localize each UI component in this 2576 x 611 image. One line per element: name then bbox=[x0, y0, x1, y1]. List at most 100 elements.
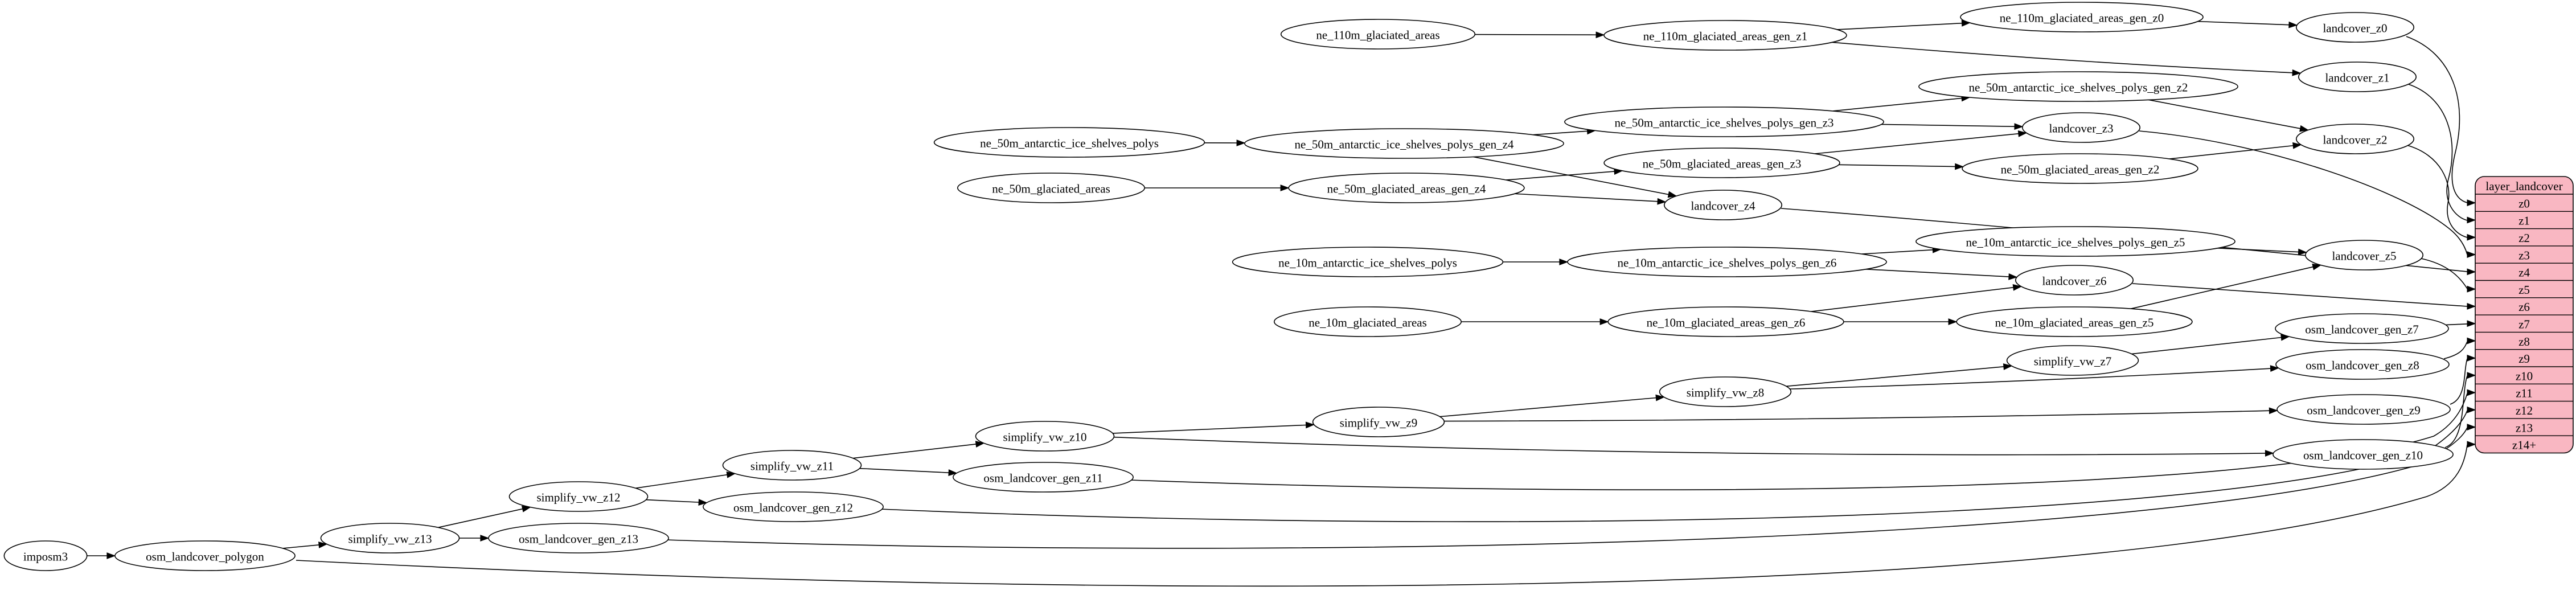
node-ne_10m_glaciated_areas_gen_z5-shape bbox=[1956, 306, 2193, 337]
edge-ne_50m_glaciated_areas-to-ne_50m_glaciated_areas_gen_z4-arrowhead bbox=[1280, 184, 1290, 191]
edge-osm_landcover_gen_z11-to-layer-landcover-z11-arrowhead bbox=[2467, 389, 2476, 396]
node-landcover_z1: landcover_z1 bbox=[2298, 61, 2417, 92]
table-row-z0: z0 bbox=[2518, 196, 2530, 210]
node-ne_50m_glaciated_areas-shape bbox=[957, 173, 1146, 203]
node-simplify_vw_z11: simplify_vw_z11 bbox=[722, 450, 862, 481]
node-ne_50m_antarctic_ice_shelves_polys_gen_z2-shape bbox=[1918, 71, 2238, 102]
node-landcover_z0: landcover_z0 bbox=[2296, 12, 2415, 43]
node-osm_landcover_gen_z8-shape bbox=[2275, 349, 2450, 380]
node-landcover_z5-label: landcover_z5 bbox=[2332, 249, 2396, 263]
node-ne_50m_glaciated_areas-label: ne_50m_glaciated_areas bbox=[992, 182, 1110, 195]
node-landcover_z1-shape bbox=[2298, 61, 2417, 92]
edge-osm_landcover_gen_z12-to-layer-landcover-z12 bbox=[879, 410, 2468, 522]
node-ne_50m_antarctic_ice_shelves_polys_gen_z4-label: ne_50m_antarctic_ice_shelves_polys_gen_z… bbox=[1295, 137, 1514, 151]
edge-ne_50m_glaciated_areas_gen_z4-to-landcover_z4-arrowhead bbox=[1657, 198, 1667, 205]
edge-osm_landcover_gen_z9-to-layer-landcover-z9 bbox=[2450, 358, 2468, 405]
node-ne_50m_antarctic_ice_shelves_polys_gen_z2-label: ne_50m_antarctic_ice_shelves_polys_gen_z… bbox=[1969, 80, 2188, 94]
edge-ne_10m_antarctic_ice_shelves_polys_gen_z5-to-landcover_z5 bbox=[2217, 248, 2299, 253]
node-ne_10m_glaciated_areas-shape bbox=[1274, 306, 1462, 337]
edge-osm_landcover_gen_z13-to-layer-landcover-z13 bbox=[664, 427, 2468, 549]
node-ne_110m_glaciated_areas-shape bbox=[1280, 19, 1476, 50]
node-landcover_z2-label: landcover_z2 bbox=[2323, 133, 2387, 146]
edge-osm_landcover_gen_z10-to-layer-landcover-z10 bbox=[2444, 375, 2468, 448]
edge-osm_landcover_polygon-to-layer-landcover-z14plus-arrowhead bbox=[2467, 441, 2476, 448]
node-simplify_vw_z13: simplify_vw_z13 bbox=[320, 523, 460, 553]
node-ne_110m_glaciated_areas_gen_z0: ne_110m_glaciated_areas_gen_z0 bbox=[1960, 2, 2204, 32]
edge-ne_10m_glaciated_areas_gen_z6-to-landcover_z6-arrowhead bbox=[2012, 284, 2023, 291]
edge-simplify_vw_z7-to-osm_landcover_gen_z7 bbox=[2131, 337, 2282, 355]
edge-ne_50m_antarctic_ice_shelves_polys_gen_z4-to-landcover_z4 bbox=[1473, 156, 1670, 195]
edge-landcover_z3-to-layer-landcover-z3-arrowhead bbox=[2467, 251, 2476, 258]
node-osm_landcover_gen_z9: osm_landcover_gen_z9 bbox=[2276, 394, 2451, 425]
node-simplify_vw_z12: simplify_vw_z12 bbox=[508, 481, 649, 512]
node-ne_10m_glaciated_areas_gen_z6: ne_10m_glaciated_areas_gen_z6 bbox=[1607, 306, 1844, 337]
edge-ne_50m_antarctic_ice_shelves_polys_gen_z3-to-landcover_z3 bbox=[1881, 124, 2016, 127]
edge-ne_50m_glaciated_areas_gen_z3-to-landcover_z3 bbox=[1814, 133, 2019, 154]
edge-ne_110m_glaciated_areas_gen_z0-to-landcover_z0-arrowhead bbox=[2288, 21, 2298, 28]
node-landcover_z5-shape bbox=[2305, 240, 2424, 270]
node-ne_110m_glaciated_areas_gen_z1: ne_110m_glaciated_areas_gen_z1 bbox=[1603, 20, 1847, 51]
node-osm_landcover_polygon-shape bbox=[114, 540, 296, 571]
edge-simplify_vw_z8-to-osm_landcover_gen_z8 bbox=[1790, 368, 2271, 389]
node-ne_50m_antarctic_ice_shelves_polys: ne_50m_antarctic_ice_shelves_polys bbox=[933, 127, 1205, 158]
edge-landcover_z1-to-layer-landcover-z1 bbox=[2408, 84, 2468, 221]
node-landcover_z0-label: landcover_z0 bbox=[2323, 21, 2387, 35]
node-imposm3-label: imposm3 bbox=[23, 550, 68, 563]
table-row-z4: z4 bbox=[2518, 266, 2530, 280]
edge-osm_landcover_gen_z12-to-layer-landcover-z12-arrowhead bbox=[2467, 406, 2476, 413]
edge-simplify_vw_z10-to-osm_landcover_gen_z10 bbox=[1114, 436, 2266, 456]
node-osm_landcover_gen_z9-shape bbox=[2276, 394, 2451, 425]
edge-simplify_vw_z12-to-simplify_vw_z11 bbox=[635, 474, 728, 489]
node-simplify_vw_z7-shape bbox=[2006, 345, 2139, 376]
node-landcover_z6-shape bbox=[2015, 265, 2134, 296]
edge-ne_50m_antarctic_ice_shelves_polys_gen_z4-to-ne_50m_antarctic_ice_shelves_polys_gen_z3 bbox=[1533, 130, 1588, 136]
node-landcover_z4-shape bbox=[1664, 190, 1783, 220]
node-ne_50m_antarctic_ice_shelves_polys-label: ne_50m_antarctic_ice_shelves_polys bbox=[980, 136, 1159, 150]
edge-ne_50m_antarctic_ice_shelves_polys_gen_z4-to-landcover_z4-arrowhead bbox=[1667, 191, 1677, 198]
edge-osm_landcover_gen_z8-to-layer-landcover-z8-arrowhead bbox=[2467, 337, 2476, 345]
node-simplify_vw_z10: simplify_vw_z10 bbox=[975, 421, 1115, 452]
edge-ne_110m_glaciated_areas_gen_z1-to-landcover_z1-arrowhead bbox=[2292, 69, 2302, 76]
edge-ne_50m_antarctic_ice_shelves_polys_gen_z2-to-landcover_z2 bbox=[2148, 99, 2301, 129]
edge-ne_50m_glaciated_areas_gen_z3-to-landcover_z3-arrowhead bbox=[2017, 130, 2028, 137]
node-osm_landcover_gen_z13-shape bbox=[488, 523, 669, 553]
node-ne_10m_glaciated_areas-label: ne_10m_glaciated_areas bbox=[1308, 315, 1427, 329]
edge-simplify_vw_z10-to-simplify_vw_z9 bbox=[1113, 424, 1307, 434]
edge-landcover_z3-to-layer-landcover-z3 bbox=[2139, 130, 2468, 255]
node-landcover_z5: landcover_z5 bbox=[2305, 240, 2424, 270]
table-layer-landcover: layer_landcoverz0z1z2z3z4z5z6z7z8z9z10z1… bbox=[2475, 176, 2574, 454]
node-ne_50m_glaciated_areas_gen_z2: ne_50m_glaciated_areas_gen_z2 bbox=[1962, 153, 2198, 184]
edge-ne_110m_glaciated_areas-to-ne_110m_glaciated_areas_gen_z1-arrowhead bbox=[1595, 31, 1605, 39]
table-row-z8: z8 bbox=[2518, 335, 2530, 348]
table-row-z6: z6 bbox=[2518, 300, 2530, 314]
edge-simplify_vw_z9-to-simplify_vw_z8-arrowhead bbox=[1655, 394, 1665, 401]
node-osm_landcover_gen_z7-shape bbox=[2275, 313, 2449, 344]
node-ne_10m_glaciated_areas: ne_10m_glaciated_areas bbox=[1274, 306, 1462, 337]
node-simplify_vw_z8-shape bbox=[1659, 376, 1792, 407]
edge-ne_50m_glaciated_areas_gen_z3-to-ne_50m_glaciated_areas_gen_z2-arrowhead bbox=[1955, 163, 1964, 170]
edge-osm_landcover_polygon-to-simplify_vw_z13-arrowhead bbox=[318, 542, 328, 548]
edge-simplify_vw_z9-to-simplify_vw_z8 bbox=[1439, 397, 1657, 417]
node-simplify_vw_z9-label: simplify_vw_z9 bbox=[1340, 416, 1418, 429]
edge-osm_landcover_gen_z9-to-layer-landcover-z9-arrowhead bbox=[2467, 354, 2476, 362]
table-row-z13: z13 bbox=[2516, 421, 2533, 434]
node-ne_50m_glaciated_areas_gen_z4-label: ne_50m_glaciated_areas_gen_z4 bbox=[1327, 182, 1486, 195]
edge-ne_10m_antarctic_ice_shelves_polys_gen_z6-to-landcover_z6-arrowhead bbox=[2008, 273, 2018, 280]
node-ne_10m_antarctic_ice_shelves_polys-label: ne_10m_antarctic_ice_shelves_polys bbox=[1278, 256, 1457, 269]
table-row-z12: z12 bbox=[2516, 404, 2533, 417]
node-simplify_vw_z13-label: simplify_vw_z13 bbox=[348, 532, 432, 546]
node-ne_50m_glaciated_areas_gen_z2-shape bbox=[1962, 153, 2198, 184]
node-landcover_z4: landcover_z4 bbox=[1664, 190, 1783, 220]
table-row-z2: z2 bbox=[2518, 231, 2530, 245]
node-landcover_z3: landcover_z3 bbox=[2022, 112, 2141, 143]
node-osm_landcover_gen_z11-label: osm_landcover_gen_z11 bbox=[983, 471, 1102, 485]
edge-imposm3-to-osm_landcover_polygon-arrowhead bbox=[106, 552, 116, 559]
node-ne_50m_antarctic_ice_shelves_polys_gen_z4: ne_50m_antarctic_ice_shelves_polys_gen_z… bbox=[1244, 128, 1564, 159]
edge-landcover_z5-to-layer-landcover-z5-arrowhead bbox=[2467, 285, 2476, 293]
edge-landcover_z0-to-layer-landcover-z0 bbox=[2406, 36, 2468, 203]
node-ne_10m_glaciated_areas_gen_z6-label: ne_10m_glaciated_areas_gen_z6 bbox=[1647, 315, 1806, 329]
edge-ne_50m_glaciated_areas_gen_z3-to-ne_50m_glaciated_areas_gen_z2 bbox=[1839, 164, 1956, 167]
node-osm_landcover_gen_z12: osm_landcover_gen_z12 bbox=[703, 491, 884, 522]
edge-landcover_z2-to-layer-landcover-z2 bbox=[2406, 145, 2468, 238]
edge-osm_landcover_gen_z11-to-layer-landcover-z11 bbox=[1129, 393, 2468, 490]
